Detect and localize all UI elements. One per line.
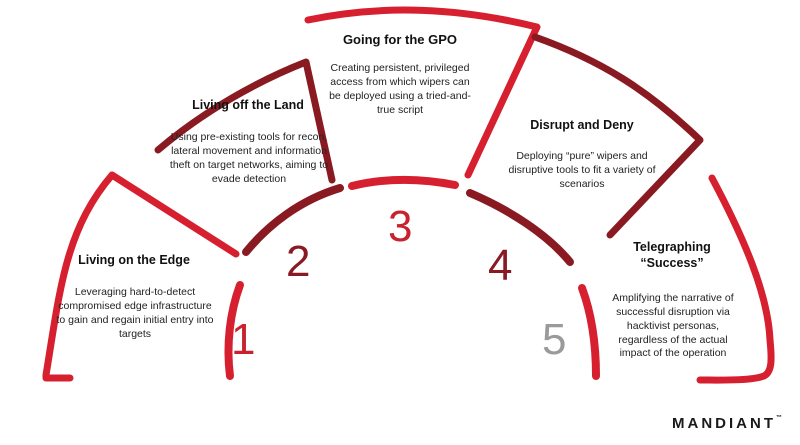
step-5-title: Telegraphing “Success”	[633, 240, 711, 270]
step-3-description: Creating persistent, privileged access f…	[329, 62, 471, 116]
trademark-mark: ™	[776, 415, 782, 421]
frame-segment-2	[154, 58, 336, 184]
inner-arc-3	[348, 175, 459, 190]
frame-segment-5	[696, 174, 775, 384]
step-1-description: Leveraging hard-to-detect compromised ed…	[56, 286, 214, 340]
step-4-title: Disrupt and Deny	[530, 118, 634, 132]
step-2-title: Living off the Land	[192, 98, 304, 112]
step-3-title: Going for the GPO	[342, 32, 458, 47]
logo-text: MANDIANT	[672, 415, 776, 432]
inner-arc-1	[224, 281, 244, 380]
step-2-number: 2	[286, 237, 311, 286]
step-1-title: Living on the Edge	[78, 253, 190, 267]
step-4-description: Deploying “pure” wipers and disruptive t…	[508, 150, 656, 190]
step-2-description: Using pre-existing tools for recon, late…	[169, 131, 329, 185]
step-4-number: 4	[488, 241, 513, 290]
frame-segment-1	[42, 171, 240, 382]
frame-segment-4	[531, 33, 704, 239]
inner-arc-5	[578, 284, 600, 380]
frame-segment-3	[304, 6, 541, 179]
inner-arc-4	[466, 189, 574, 266]
step-1-number: 1	[231, 315, 256, 364]
step-5-description: Amplifying the narrative of successful d…	[612, 292, 734, 360]
inner-arc-2	[242, 184, 344, 256]
mandiant-logo: MANDIANT™	[672, 415, 782, 432]
step-3-number: 3	[388, 202, 413, 251]
step-5-number: 5	[542, 315, 567, 364]
